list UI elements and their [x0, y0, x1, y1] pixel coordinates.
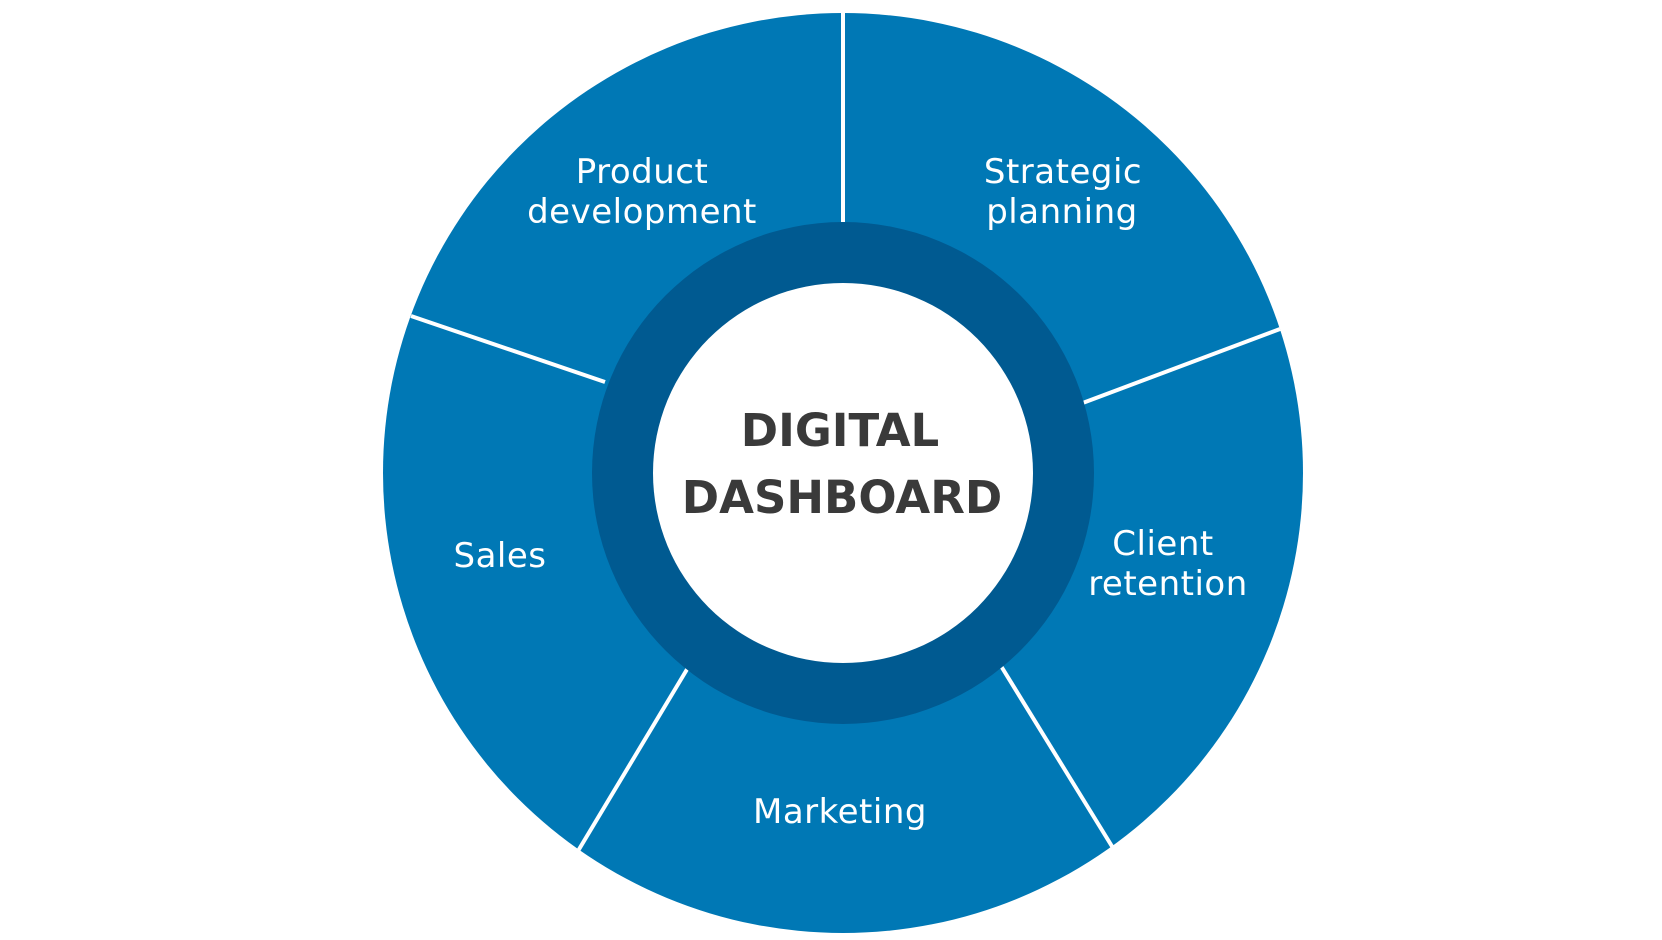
segment-label-line1: Client	[1112, 524, 1213, 564]
segment-strategic-planning: Strategic planning	[984, 152, 1142, 232]
divider-bottom-left	[573, 664, 691, 858]
segment-marketing: Marketing	[753, 792, 927, 832]
segment-dividers	[410, 13, 1281, 858]
center-circle	[653, 283, 1033, 663]
divider-bottom-right	[999, 664, 1115, 850]
center-title-line2: DASHBOARD	[682, 471, 1002, 524]
segment-product-development: Product development	[527, 152, 757, 232]
divider-left	[410, 314, 606, 384]
segment-label-line1: Strategic	[984, 152, 1142, 192]
segment-label-line2: retention	[1088, 564, 1248, 604]
center-title-line1: DIGITAL	[741, 404, 939, 457]
segment-label-line1: Sales	[454, 536, 547, 576]
segment-sales: Sales	[454, 536, 547, 576]
segment-label-line1: Product	[576, 152, 709, 192]
segment-client-retention: Client retention	[1088, 524, 1248, 604]
segment-label-line1: Marketing	[753, 792, 927, 832]
segment-label-line2: planning	[986, 192, 1138, 232]
segment-label-line2: development	[527, 192, 757, 232]
divider-right	[1079, 327, 1281, 406]
